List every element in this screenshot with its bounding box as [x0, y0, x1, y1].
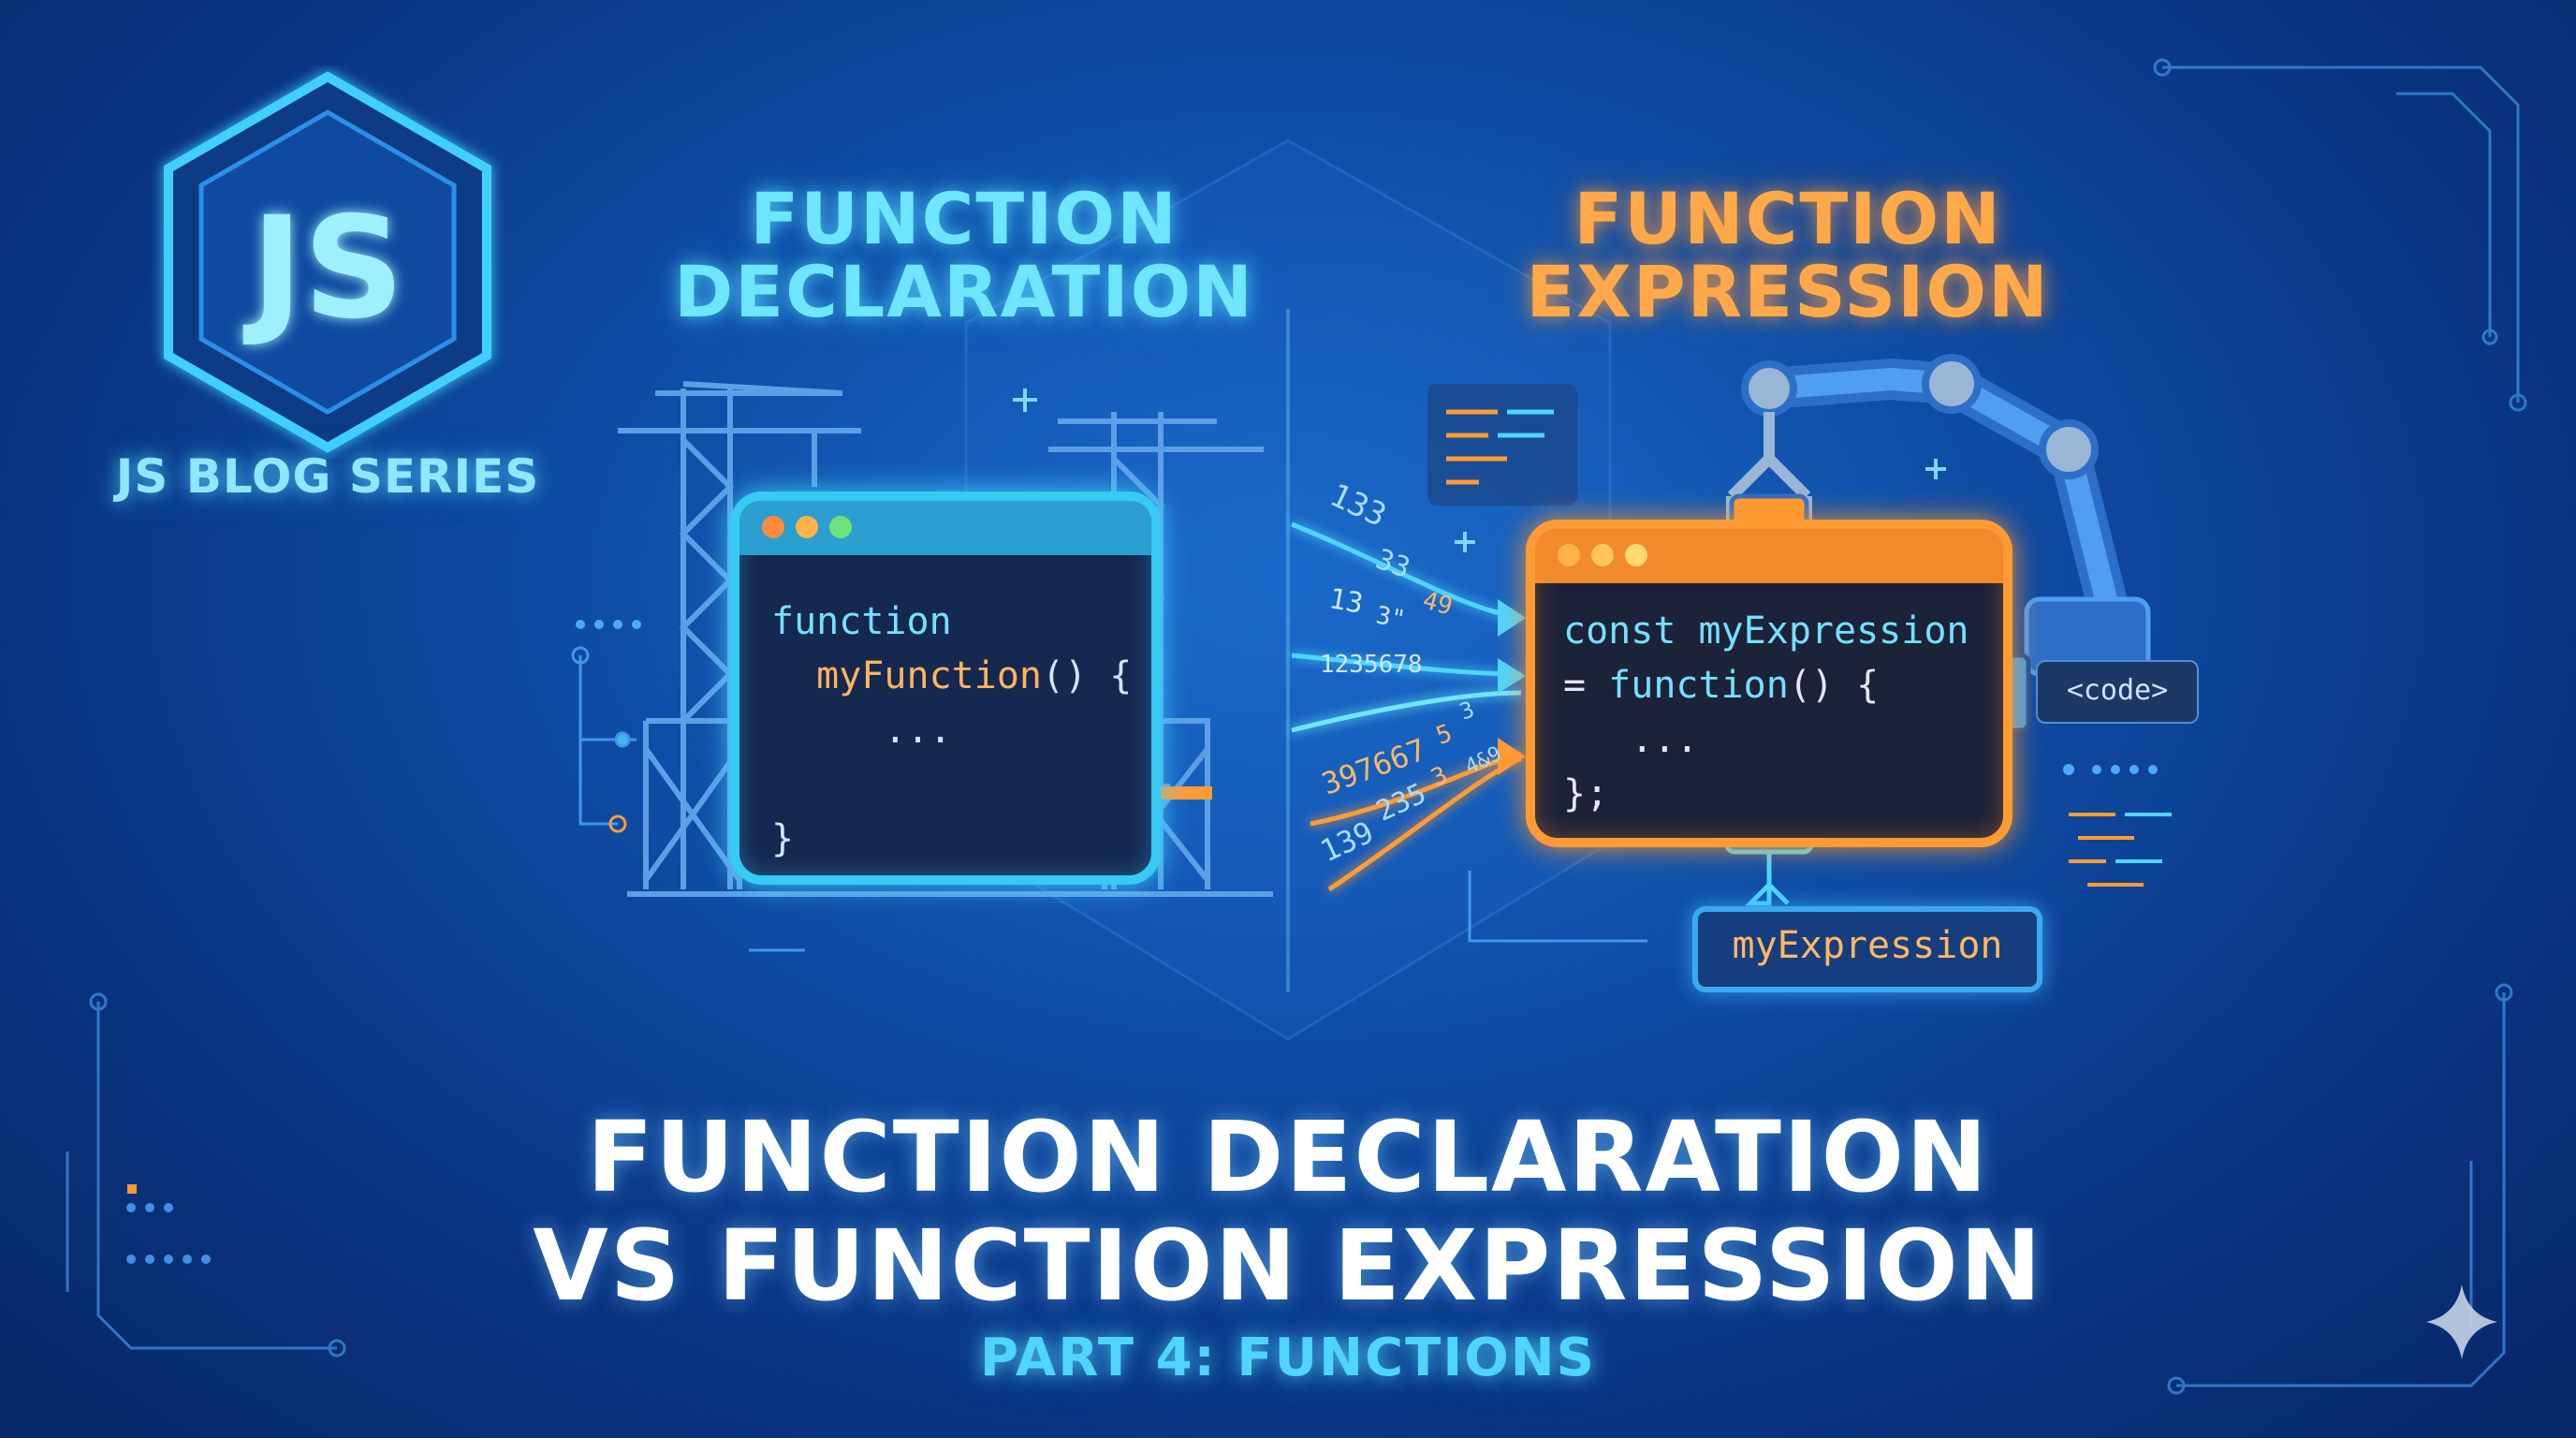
window-dot-icon: [829, 516, 852, 538]
stream-number: 3": [1373, 601, 1408, 635]
window-dot-icon: [762, 516, 784, 538]
expression-code-window: const myExpression = function() { ... };: [1526, 520, 2012, 847]
window-dot-icon: [1625, 544, 1647, 566]
code-tag: <code>: [2036, 660, 2199, 724]
expression-code: const myExpression = function() { ... };: [1563, 604, 1969, 821]
expression-window-titlebar: [1535, 529, 2003, 583]
code-closing-brace: };: [1563, 772, 1609, 815]
js-hexagon-icon: JS: [164, 71, 491, 453]
declaration-title-line1: FUNCTION: [750, 177, 1178, 260]
declaration-window-titlebar: [739, 501, 1151, 555]
headline-line1: FUNCTION DECLARATION: [586, 1100, 1990, 1214]
stream-number: 13: [1326, 582, 1366, 621]
code-function-keyword: function: [1608, 664, 1789, 707]
code-assign: =: [1563, 664, 1609, 707]
code-closing-brace: }: [771, 817, 795, 860]
declaration-title: FUNCTION DECLARATION: [637, 183, 1292, 328]
headline: FUNCTION DECLARATION VS FUNCTION EXPRESS…: [258, 1103, 2318, 1321]
window-dot-icon: [1591, 544, 1614, 566]
code-keyword: function: [771, 600, 952, 643]
svg-text:JS: JS: [242, 187, 404, 350]
stream-number: 1235678: [1320, 651, 1423, 679]
declaration-title-line2: DECLARATION: [674, 249, 1254, 333]
series-caption: JS BLOG SERIES: [115, 449, 540, 504]
code-const-declaration: const myExpression: [1563, 609, 1969, 653]
window-dot-icon: [1558, 544, 1580, 566]
declaration-code-window: function myFunction() { ... }: [730, 492, 1161, 885]
headline-line2: VS FUNCTION EXPRESSION: [533, 1209, 2043, 1324]
code-ellipsis: ...: [1631, 718, 1699, 761]
code-ellipsis: ...: [884, 709, 952, 752]
code-function-name: myFunction: [816, 654, 1042, 697]
sparkle-icon: [2426, 1284, 2497, 1359]
code-parens: () {: [1788, 664, 1880, 707]
code-parens: () {: [1042, 654, 1133, 697]
expression-title-line2: EXPRESSION: [1526, 249, 2050, 333]
expression-title: FUNCTION EXPRESSION: [1451, 183, 2125, 328]
window-dot-icon: [796, 516, 818, 538]
subheadline: PART 4: FUNCTIONS: [980, 1328, 1596, 1388]
expression-name-label: myExpression: [1692, 906, 2042, 992]
expression-title-line1: FUNCTION: [1573, 177, 2002, 260]
declaration-code: function myFunction() { ... }: [771, 594, 1132, 866]
